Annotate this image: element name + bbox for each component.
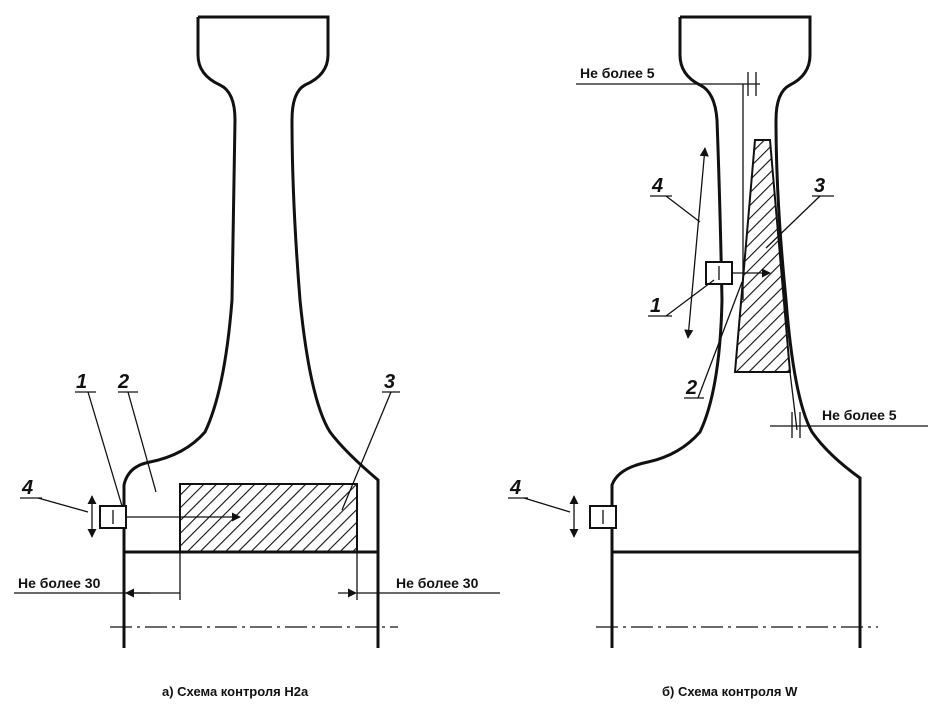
dim-bottom-b: Не более 5: [822, 407, 897, 423]
label-3-b: 3: [814, 175, 825, 197]
label-2-a: 2: [117, 371, 129, 393]
diagram-b: Не более 5 Не более 5 4 1 2 3 4 б) Схема…: [508, 15, 928, 699]
caption-a: а) Схема контроля H2a: [162, 684, 309, 699]
diagram-a: 1 2 3 4 Не более 30 Не более 30 а) Схема…: [14, 15, 500, 699]
label-1-b: 1: [650, 295, 661, 317]
label-4-b-lower: 4: [509, 477, 521, 499]
label-1-a: 1: [76, 371, 87, 393]
dim-right-a: Не более 30: [396, 575, 479, 591]
caption-b: б) Схема контроля W: [662, 684, 798, 699]
rail-profile-a: [122, 15, 380, 648]
label-3-a: 3: [384, 371, 395, 393]
label-2-b: 2: [685, 377, 697, 399]
hatched-zone-a: [179, 483, 358, 553]
rail-profile-b: [610, 15, 862, 648]
dim-top-b: Не более 5: [580, 65, 655, 81]
dim-left-a: Не более 30: [18, 575, 101, 591]
label-4-b-upper: 4: [651, 175, 663, 197]
label-4-a: 4: [21, 477, 33, 499]
